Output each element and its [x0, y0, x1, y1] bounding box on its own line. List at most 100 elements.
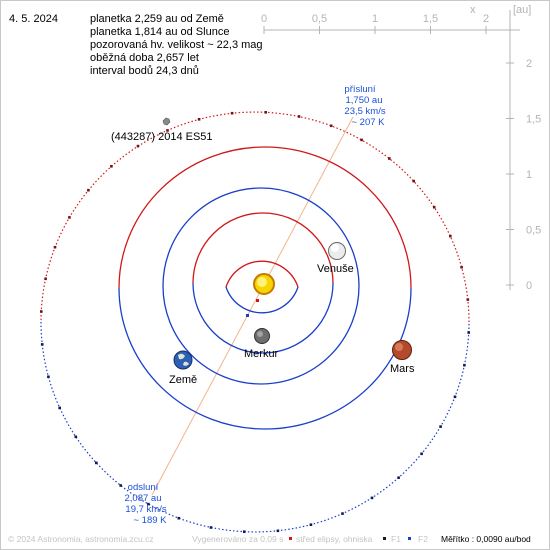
- unit-label: [au]: [513, 4, 531, 16]
- asteroid-orbit-point: [388, 157, 391, 160]
- mars: Mars: [390, 340, 415, 375]
- asteroid-orbit-point: [397, 476, 400, 479]
- asteroid-orbit-point: [360, 138, 363, 142]
- earth-continents: [178, 353, 189, 366]
- aphelion-annotation: odsluní 2,087 au 19,7 km/s ~ 189 K: [125, 482, 168, 526]
- f1-legend-marker: [383, 537, 386, 540]
- asteroid-orbit-point: [463, 363, 466, 367]
- asteroid-orbit-point: [197, 118, 201, 121]
- x-tick-label: 1,5: [423, 13, 438, 25]
- aphelion-temperature: ~ 189 K: [133, 515, 167, 526]
- y-tick-label: 0: [526, 280, 532, 292]
- f2-legend-text: F2: [418, 534, 428, 544]
- perihelion-annotation: přísluní 1,750 au 23,5 km/s ~ 207 K: [344, 84, 385, 128]
- asteroid-orbit-point: [147, 502, 150, 506]
- asteroid-orbit-point: [40, 343, 44, 346]
- asteroid-orbit-point: [87, 188, 90, 192]
- aphelion-distance: 2,087 au: [125, 493, 162, 504]
- asteroid-orbit-point: [341, 512, 344, 515]
- venus: Venuše: [317, 242, 354, 275]
- asteroid-orbit-point: [432, 205, 436, 209]
- x-tick-label: 0: [261, 13, 267, 25]
- copyright-text: © 2024 Astronomia, astronomia.zcu.cz: [8, 534, 154, 544]
- asteroid-orbit-point: [136, 144, 140, 148]
- asteroid-orbit-point: [58, 406, 61, 410]
- info-line-period: oběžná doba 2,657 let: [90, 52, 199, 64]
- asteroid-orbit-point: [297, 115, 301, 118]
- footer: © 2024 Astronomia, astronomia.zcu.cz Vyg…: [8, 534, 531, 544]
- mars-icon: [392, 340, 412, 360]
- scale-text: Měřítko : 0,0090 au/bod: [441, 534, 531, 544]
- mercury-orbit-lower: [225, 260, 299, 288]
- asteroid-orbit-point: [44, 277, 47, 281]
- x-tick-label: 1: [372, 13, 378, 25]
- header: 4. 5. 2024 planetka 2,259 au od Země pla…: [9, 13, 263, 77]
- info-line-sun-distance: planetka 1,814 au od Slunce: [90, 26, 229, 38]
- asteroid-orbit-lower: [40, 321, 470, 533]
- venus-label: Venuše: [317, 263, 354, 275]
- asteroid-orbit-point: [74, 435, 78, 439]
- f2-legend-marker: [408, 537, 411, 540]
- date-label: 4. 5. 2024: [9, 13, 58, 25]
- asteroid-orbit-point: [309, 523, 313, 526]
- y-tick-label: 2: [526, 58, 532, 70]
- x-axis-label: x: [470, 4, 476, 16]
- asteroid-orbit-upper: [40, 111, 470, 323]
- asteroid-orbit-point: [439, 425, 442, 428]
- asteroid-orbit-point: [370, 496, 374, 500]
- venus-orbit-upper: [192, 282, 334, 354]
- asteroid-label: (443287) 2014 ES51: [111, 131, 213, 143]
- earth-orbit-upper: [162, 285, 360, 385]
- venus-orbit-lower: [192, 212, 334, 284]
- mars-highlight: [395, 343, 403, 351]
- mercury-highlight: [257, 331, 263, 337]
- y-tick-label: 0,5: [526, 225, 541, 237]
- asteroid-orbit-point: [276, 529, 280, 533]
- asteroid: (443287) 2014 ES51: [111, 117, 213, 143]
- aphelion-speed: 19,7 km/s: [125, 504, 166, 515]
- asteroid-orbit-point: [466, 298, 470, 301]
- asteroid-orbit-point: [467, 331, 470, 334]
- asteroid-orbit-point: [119, 484, 122, 487]
- perihelion-title: přísluní: [344, 84, 376, 95]
- info-line-magnitude: pozorovaná hv. velikost ~ 22,3 mag: [90, 39, 263, 51]
- asteroid-orbit-point: [166, 129, 169, 132]
- asteroid-orbit-point: [209, 526, 213, 529]
- asteroid-orbit-point: [40, 310, 43, 313]
- asteroid-orbit-point: [47, 375, 50, 379]
- asteroid-icon: [162, 117, 171, 126]
- earth: Země: [169, 350, 197, 386]
- f1-legend-text: F1: [391, 534, 401, 544]
- earth-orbit-lower: [162, 187, 360, 287]
- asteroid-orbit-point: [95, 461, 98, 465]
- venus-highlight: [331, 244, 339, 252]
- mercury-orbit-upper: [225, 286, 299, 314]
- sun-core: [257, 277, 267, 287]
- perihelion-speed: 23,5 km/s: [344, 106, 385, 117]
- center-legend-text: střed elipsy, ohniska: [296, 534, 373, 544]
- earth-icon: [173, 350, 193, 370]
- mercury: Merkur: [244, 328, 279, 360]
- aphelion-title: odsluní: [128, 482, 159, 493]
- asteroid-orbit-point: [110, 165, 113, 168]
- asteroid-orbit-point: [230, 111, 234, 115]
- sun: [253, 273, 275, 295]
- asteroid-orbit-point: [412, 179, 415, 183]
- asteroid-orbit-point: [449, 234, 452, 238]
- perihelion-temperature: ~ 207 K: [351, 117, 385, 128]
- info-line-earth-distance: planetka 2,259 au od Země: [90, 13, 224, 25]
- x-tick-label: 2: [483, 13, 489, 25]
- asteroid-orbit-point: [53, 245, 57, 249]
- x-tick-label: 0,5: [312, 13, 327, 25]
- asteroid-orbit-point: [329, 124, 333, 128]
- mars-label: Mars: [390, 363, 415, 375]
- mercury-label: Merkur: [244, 348, 279, 360]
- y-tick-label: 1,5: [526, 114, 541, 126]
- asteroid-orbit-point: [177, 516, 181, 520]
- apsis-line: [151, 116, 354, 496]
- info-line-interval: interval bodů 24,3 dnů: [90, 65, 199, 77]
- focus-f2-point: [246, 314, 249, 317]
- center-legend-marker: [289, 537, 292, 540]
